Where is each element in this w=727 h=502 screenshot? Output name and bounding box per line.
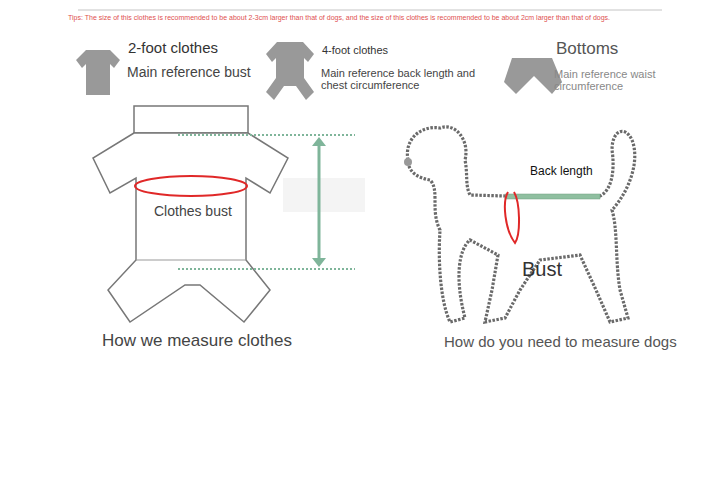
category-title: 4-foot clothes — [322, 44, 392, 56]
reference-note: Main reference bust — [127, 65, 251, 80]
back-length-bar — [505, 194, 600, 199]
clothes-outline — [93, 133, 288, 322]
category-title: 2-foot clothes — [128, 40, 218, 57]
guide-line — [178, 268, 355, 270]
part-label: Clothes bust — [154, 204, 232, 219]
arrow-heads — [312, 137, 326, 267]
bust-ellipse — [135, 176, 247, 196]
dog-outline — [407, 127, 634, 322]
blank-patch — [283, 178, 365, 212]
bottoms-icon — [504, 58, 562, 94]
length-arrow — [318, 142, 321, 262]
part-label: Back length — [530, 165, 593, 178]
collar — [134, 106, 248, 133]
category-title: Bottoms — [556, 40, 618, 59]
two-foot-icon — [76, 50, 120, 95]
caption-text: How we measure clothes — [102, 332, 292, 351]
caption-text: How do you need to measure dogs — [444, 334, 677, 351]
bust-loop — [505, 192, 519, 243]
four-foot-icon — [266, 42, 314, 100]
hem-line — [136, 260, 246, 261]
part-label: Bust — [522, 258, 562, 280]
top-rule — [78, 10, 662, 11]
tip-note: Tips: The size of this clothes is recomm… — [68, 14, 708, 22]
reference-note: Main reference waist circumference — [554, 68, 714, 92]
dog-nose — [404, 158, 412, 166]
guide-line — [178, 134, 355, 136]
reference-note: Main reference back length and chest cir… — [321, 67, 493, 91]
